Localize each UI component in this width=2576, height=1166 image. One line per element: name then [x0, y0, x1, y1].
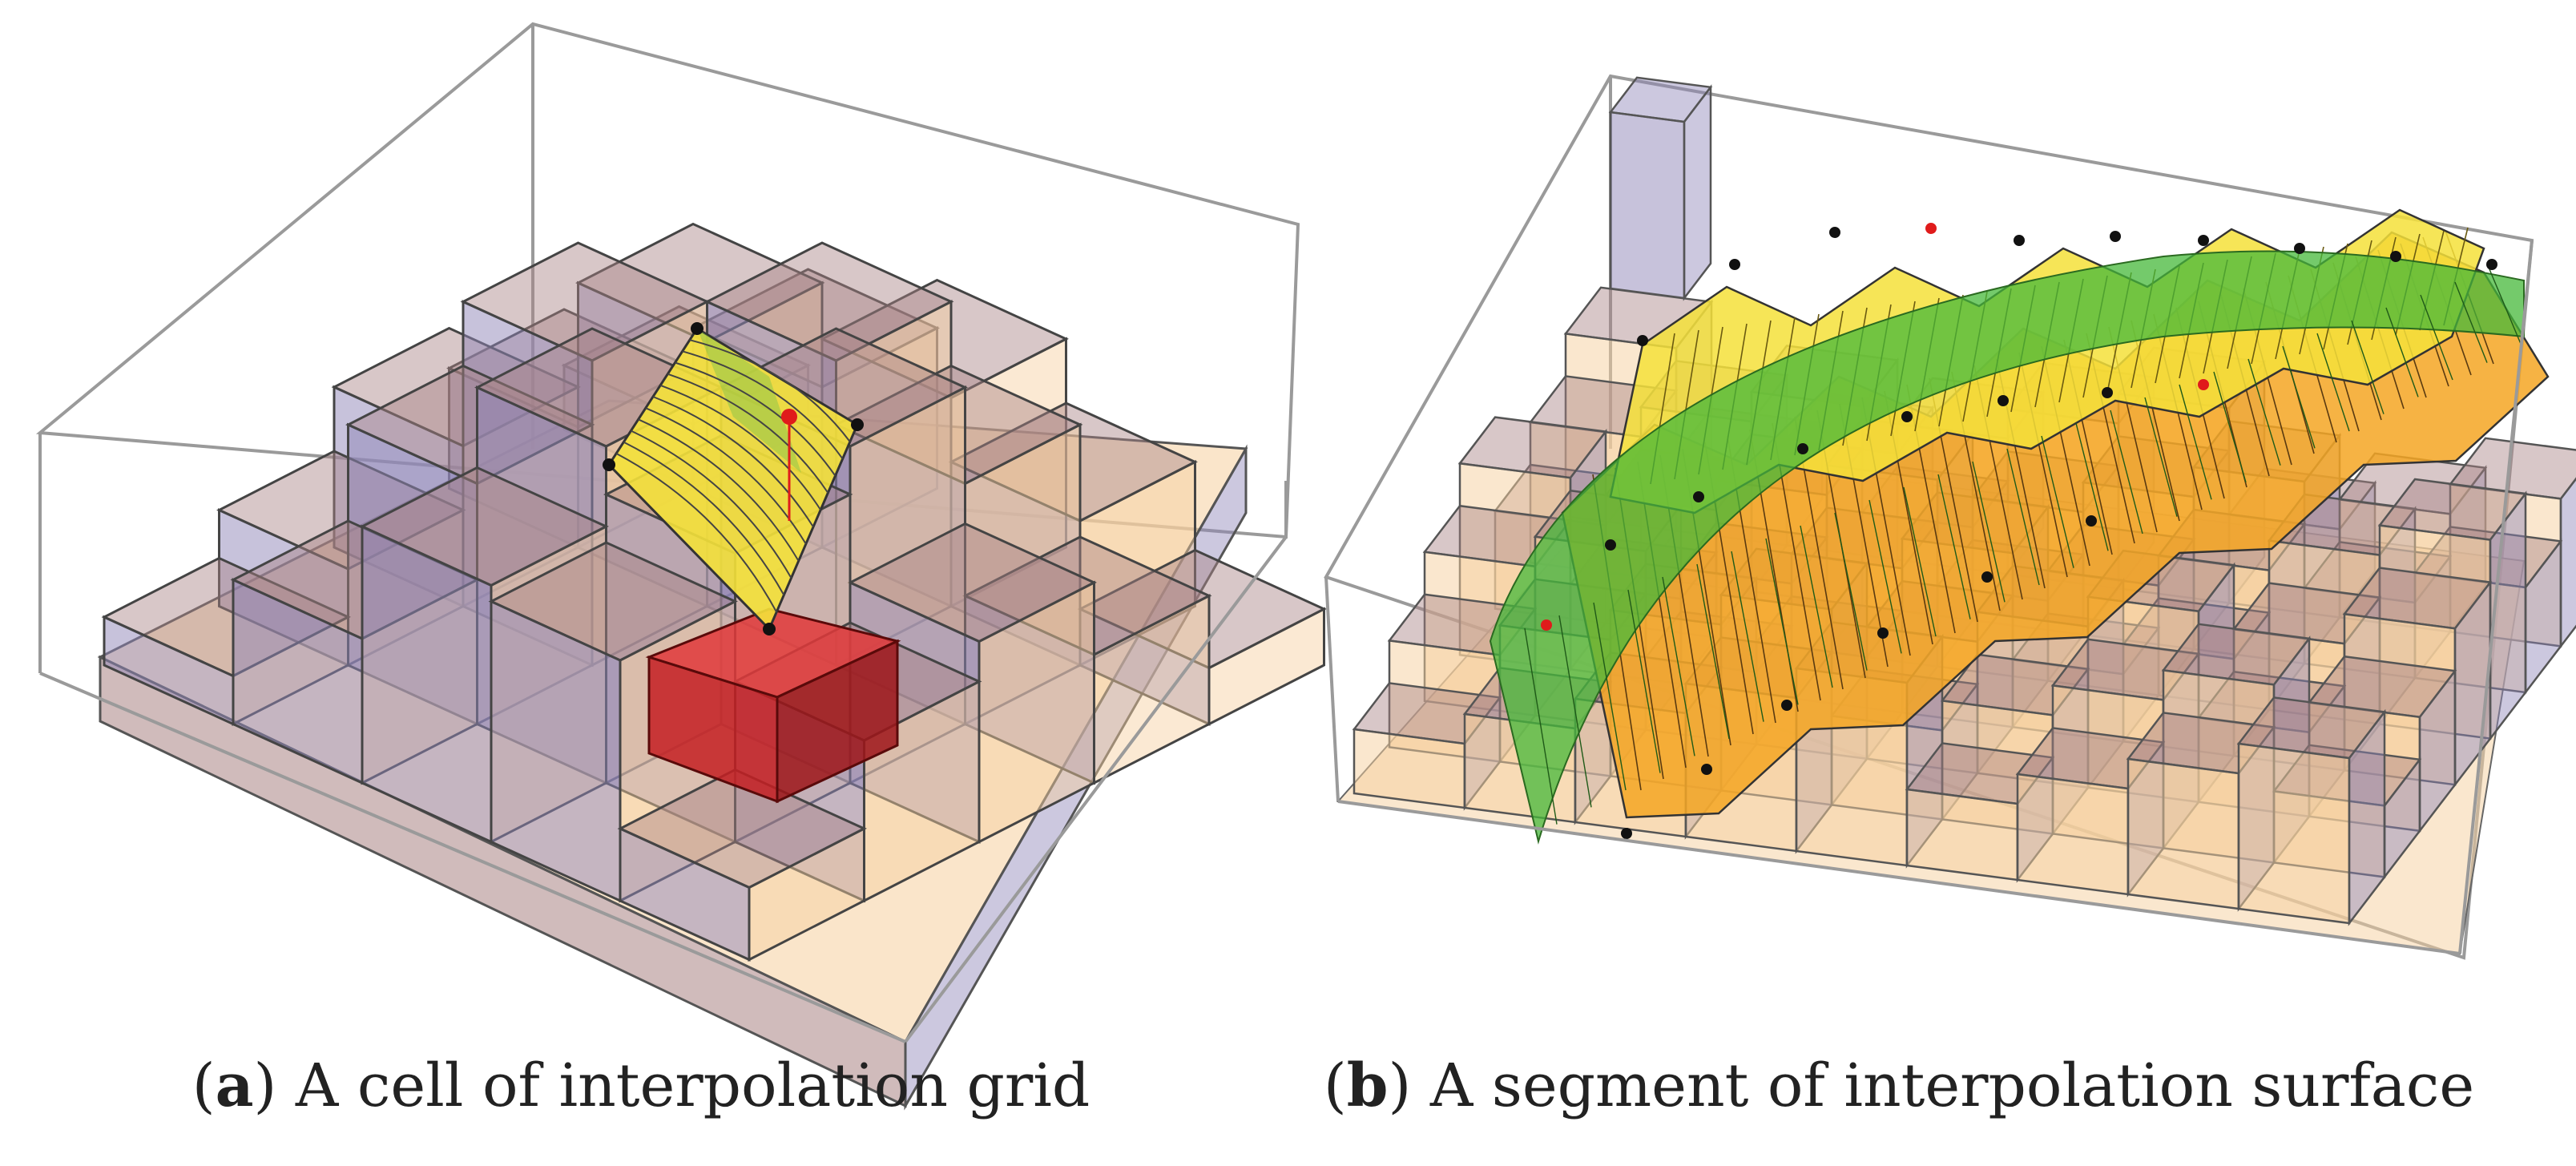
bar-front — [1353, 728, 1466, 809]
mesh-line — [2489, 268, 2522, 346]
contour-line — [631, 430, 792, 579]
mesh-line — [2006, 448, 2040, 586]
bar-side — [2348, 708, 2386, 926]
mesh-line — [2041, 435, 2074, 568]
grid-point — [1829, 227, 1840, 238]
mesh-line — [1903, 486, 1937, 637]
mesh-line — [2179, 384, 2212, 500]
contour-line — [652, 396, 814, 528]
grid-point — [2014, 235, 2025, 246]
grid-point — [2294, 243, 2305, 254]
mesh-line — [2454, 281, 2488, 363]
contour-line — [682, 350, 844, 460]
grid-point — [1605, 539, 1616, 551]
contour-line — [667, 373, 829, 494]
grid-point — [1797, 443, 1808, 454]
grid-point — [2086, 515, 2097, 527]
caption-panel-b: (b) A segment of interpolation surface — [1323, 1051, 2475, 1120]
mesh-line — [1937, 474, 1971, 619]
grid-point — [1701, 764, 1712, 775]
bounding-box-a-front — [38, 433, 1288, 1043]
caption-b-text: A segment of interpolation surface — [1429, 1051, 2475, 1120]
bar-front — [1609, 111, 1686, 300]
grid-point — [1998, 395, 2009, 406]
grid-point — [1637, 335, 1648, 346]
caption-panel-a: (a) A cell of interpolation grid — [191, 1051, 1090, 1120]
grid-bars-a — [101, 222, 1327, 962]
grid-point — [763, 623, 776, 635]
contour-line — [623, 441, 785, 595]
mesh-line — [1558, 615, 1592, 808]
mesh-line — [1834, 512, 1868, 671]
bar-side — [2418, 668, 2457, 834]
mesh-line — [2316, 333, 2350, 432]
highlighted-cell-cube — [645, 607, 901, 804]
contour-line — [689, 339, 851, 442]
panel-b-interpolation-surface — [1324, 74, 2576, 960]
grid-point — [1541, 619, 1552, 631]
bar-front — [2127, 757, 2240, 910]
panel-a-interpolation-cell — [35, 22, 1327, 1111]
interpolation-patch-a — [603, 322, 864, 635]
mesh-line — [1972, 461, 2006, 603]
mesh-line — [1593, 602, 1627, 791]
mesh-line — [2213, 371, 2247, 483]
bar-front — [1905, 788, 2019, 882]
bar-side — [748, 826, 865, 962]
mesh-line — [1869, 499, 1902, 654]
bar-front — [2016, 773, 2130, 896]
surface-grid-points — [1541, 223, 2497, 839]
mesh-line — [1696, 563, 1730, 740]
contour-line — [645, 407, 807, 545]
grid-point — [851, 418, 864, 431]
grid-point — [2198, 235, 2209, 246]
grid-point — [1693, 491, 1704, 502]
interpolated-point — [781, 409, 797, 425]
mesh-line — [1765, 538, 1799, 705]
grid-point — [1877, 627, 1889, 639]
mesh-line — [2282, 345, 2316, 449]
grid-point — [603, 458, 615, 471]
grid-point — [1925, 223, 1937, 234]
mesh-line — [2351, 320, 2385, 414]
mesh-line — [2420, 294, 2453, 381]
mesh-line — [2385, 307, 2419, 397]
mesh-line — [1800, 525, 1833, 688]
interpolation-surface-green — [1489, 250, 2525, 845]
grid-point — [1621, 828, 1632, 839]
contour-line — [615, 452, 778, 613]
contour-line — [659, 384, 822, 510]
mesh-line — [2247, 358, 2281, 466]
grid-point — [1901, 411, 1913, 422]
bar-front — [2237, 742, 2351, 925]
grid-point — [2110, 231, 2121, 242]
mesh-line — [1662, 576, 1695, 756]
grid-point — [2390, 251, 2401, 262]
contour-line — [638, 418, 800, 562]
mesh-line — [1627, 589, 1661, 773]
mesh-line — [1524, 627, 1558, 825]
caption-b-label: b — [1346, 1051, 1389, 1120]
caption-a-text: A cell of interpolation grid — [295, 1051, 1090, 1120]
bar-side — [1683, 84, 1712, 301]
bounding-box-b-front — [1324, 240, 2534, 955]
grid-point — [1781, 700, 1792, 711]
mesh-line — [2144, 397, 2178, 517]
grid-point — [2486, 259, 2497, 270]
grid-point — [2102, 387, 2113, 398]
grid-point — [2198, 379, 2209, 390]
mesh-line — [2075, 422, 2109, 551]
grid-point — [691, 322, 703, 335]
mesh-line — [1731, 551, 1764, 722]
mesh-line — [2110, 410, 2143, 535]
grid-point — [1729, 259, 1740, 270]
grid-point — [1981, 571, 1993, 583]
caption-a-label: a — [215, 1051, 254, 1120]
contour-line — [675, 361, 836, 477]
